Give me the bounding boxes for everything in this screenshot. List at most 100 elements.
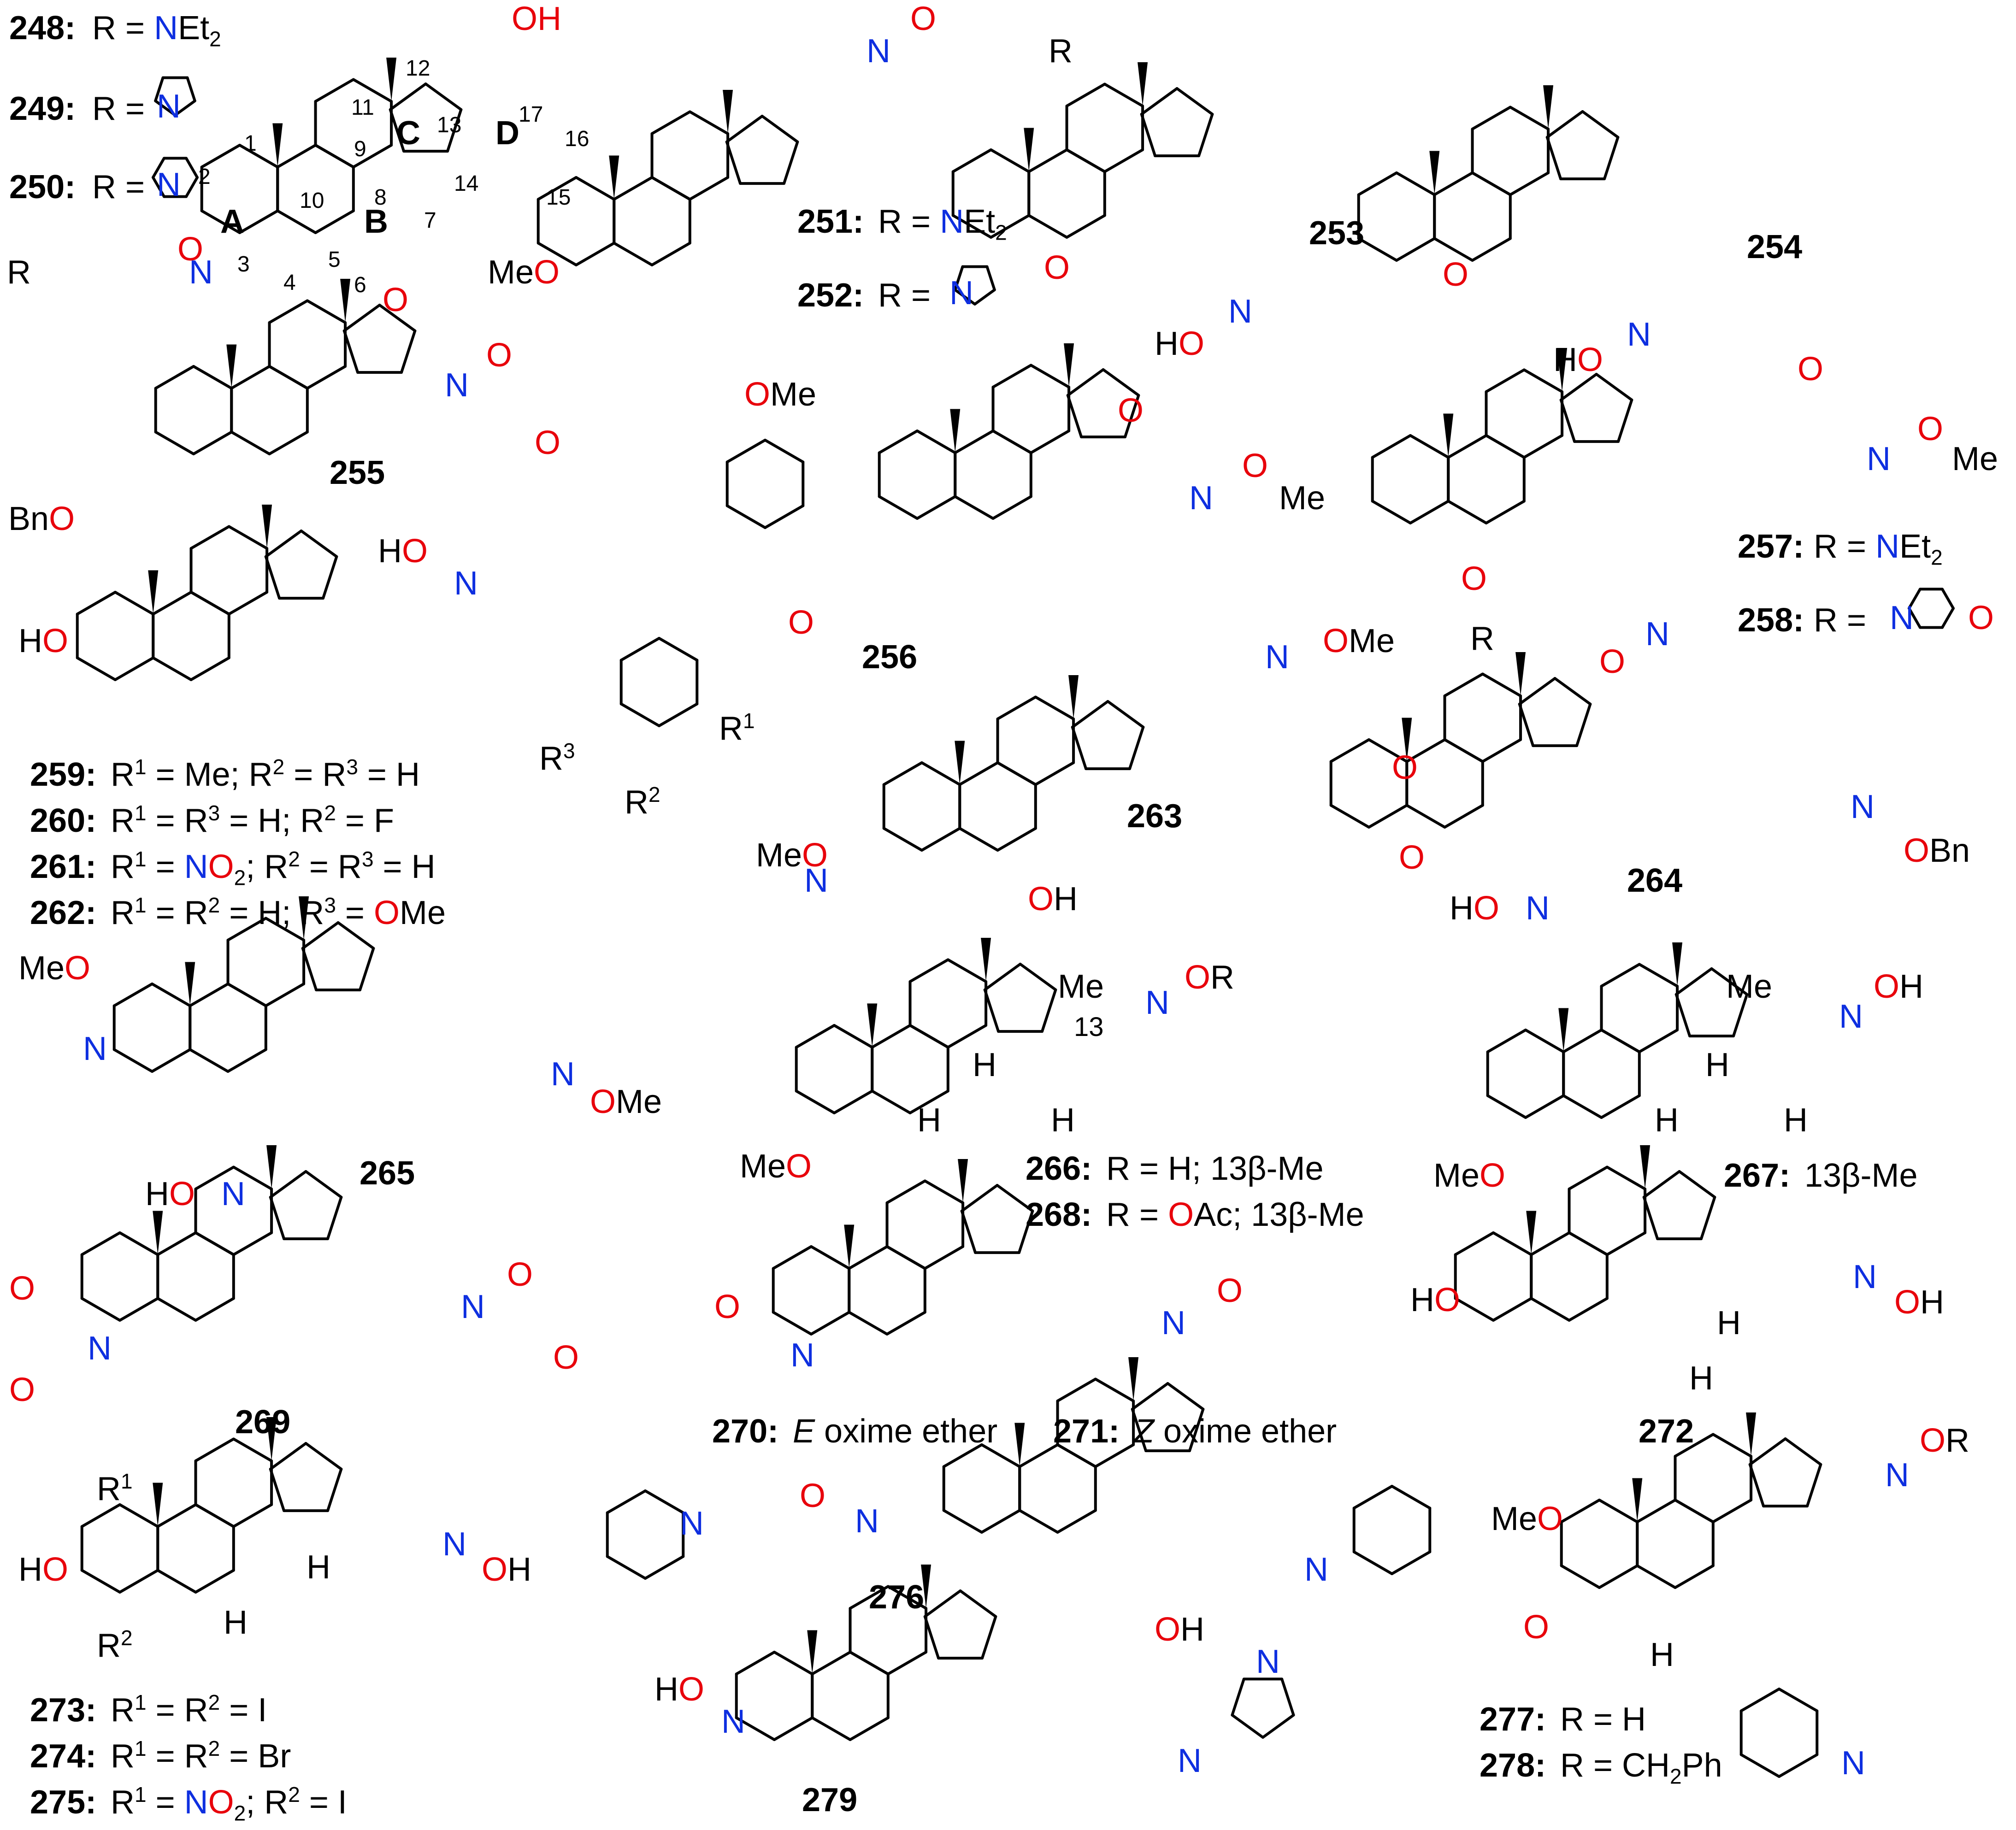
atom-h-273-b: H bbox=[224, 1604, 248, 1641]
bond-501 bbox=[154, 76, 165, 102]
bond-254 bbox=[151, 983, 192, 1007]
bond-351 bbox=[772, 1311, 813, 1336]
bond-375 bbox=[1492, 1297, 1533, 1322]
bond-497 bbox=[1748, 1463, 1765, 1508]
bond-101 bbox=[154, 430, 195, 455]
bond-325 bbox=[118, 1297, 159, 1322]
bond-220 bbox=[1128, 725, 1145, 771]
atom-h-267-a: H bbox=[1705, 1047, 1729, 1083]
bond-293 bbox=[983, 963, 1022, 991]
bond-106 bbox=[268, 430, 309, 455]
atom-o-270-oxime: O bbox=[1217, 1272, 1243, 1309]
compound-label-274: 274: bbox=[30, 1738, 97, 1775]
bond-284 bbox=[871, 1024, 912, 1049]
wedge-24 bbox=[386, 58, 397, 101]
atom-ho-265: HO bbox=[145, 1176, 195, 1212]
compound-label-269: 269 bbox=[235, 1404, 291, 1441]
atom-ho-253: HO bbox=[1155, 325, 1205, 362]
atom-h-266-b: H bbox=[917, 1102, 941, 1139]
legend-260: R1 = R3 = H; R2 = F bbox=[111, 801, 394, 839]
bond-176 bbox=[76, 656, 117, 681]
bond-403 bbox=[80, 1503, 121, 1528]
bond-341 bbox=[232, 1165, 273, 1190]
bond-500 bbox=[154, 99, 177, 117]
bond-262 bbox=[264, 983, 306, 1007]
bond-266 bbox=[264, 917, 306, 941]
bond-450 bbox=[773, 1716, 814, 1741]
bond-395 bbox=[1700, 1195, 1716, 1241]
bond-505 bbox=[185, 176, 199, 198]
bond-141 bbox=[1029, 364, 1071, 388]
bond-37 bbox=[688, 176, 730, 201]
atom-bno-255: BnO bbox=[8, 500, 75, 537]
atom-n-279-ring: N bbox=[1178, 1742, 1202, 1779]
bond-478 bbox=[1560, 1499, 1601, 1524]
bond-118 bbox=[342, 304, 381, 332]
bond-212 bbox=[1034, 761, 1075, 786]
bond-463 bbox=[849, 1651, 890, 1676]
bond-140 bbox=[991, 364, 1032, 388]
atom-n-264-side: N bbox=[1851, 788, 1875, 825]
wedge-74 bbox=[1138, 62, 1148, 106]
bond-468 bbox=[923, 1589, 962, 1618]
compound-label-257: 257: bbox=[1738, 528, 1804, 565]
bond-32 bbox=[613, 241, 654, 266]
bond-517 bbox=[954, 288, 976, 306]
bond-59 bbox=[1027, 148, 1068, 173]
bond-528 bbox=[764, 504, 805, 529]
bond-278 bbox=[795, 1024, 836, 1049]
bond-297 bbox=[983, 988, 1000, 1033]
atom-ho-259-oxime: HO bbox=[378, 533, 428, 570]
bond-368 bbox=[960, 1184, 999, 1212]
bond-534 bbox=[1391, 1550, 1432, 1575]
compound-label-252: 252: bbox=[797, 277, 864, 314]
atom-oh-272: OH bbox=[1894, 1284, 1945, 1321]
bond-326 bbox=[80, 1297, 121, 1322]
atom-n-279-oxime: N bbox=[721, 1703, 745, 1740]
compound-label-278: 278: bbox=[1480, 1747, 1546, 1784]
bond-94 bbox=[1581, 110, 1620, 139]
bond-112 bbox=[306, 365, 347, 390]
bond-4 bbox=[238, 144, 279, 169]
legend-250-n: N bbox=[157, 166, 181, 203]
locant-8: 8 bbox=[374, 185, 387, 210]
atom-h-266-a: H bbox=[973, 1047, 996, 1083]
bond-138 bbox=[991, 430, 1032, 454]
bond-3 bbox=[200, 144, 241, 169]
bond-520 bbox=[985, 265, 996, 291]
bond-475 bbox=[1598, 1564, 1639, 1589]
bond-156 bbox=[1485, 500, 1526, 524]
bond-45 bbox=[783, 140, 799, 185]
bond-482 bbox=[1636, 1564, 1677, 1589]
bond-38 bbox=[650, 176, 691, 201]
wedge-249 bbox=[1515, 652, 1526, 696]
bond-194 bbox=[300, 530, 338, 558]
bond-431 bbox=[1056, 1509, 1097, 1534]
bond-393 bbox=[1642, 1170, 1681, 1199]
bond-182 bbox=[152, 656, 193, 681]
bond-537 bbox=[1352, 1485, 1393, 1510]
atom-n-270: N bbox=[790, 1337, 814, 1374]
atom-r1-259: R1 bbox=[719, 709, 755, 747]
bond-245 bbox=[1575, 702, 1592, 747]
bond-91 bbox=[1509, 106, 1550, 130]
atom-o-253-ketone: O bbox=[1044, 249, 1070, 286]
bond-238 bbox=[1443, 738, 1484, 763]
bond-487 bbox=[1711, 1499, 1753, 1524]
bond-206 bbox=[996, 827, 1037, 852]
bond-12 bbox=[352, 144, 393, 169]
atom-n-276-pyrrolidine: N bbox=[680, 1505, 704, 1542]
bond-437 bbox=[1094, 1443, 1135, 1468]
atom-r-251: R bbox=[1049, 33, 1073, 70]
atom-o-264-carbonyl: O bbox=[1399, 839, 1425, 876]
bond-9 bbox=[276, 144, 317, 169]
legend-262: R1 = R2 = H; R3 = OMe bbox=[111, 893, 446, 931]
bond-256 bbox=[226, 1048, 267, 1073]
bond-428 bbox=[942, 1443, 983, 1468]
bond-518 bbox=[954, 265, 964, 291]
atom-o-264-acetyl: O bbox=[1392, 749, 1418, 786]
bond-384 bbox=[1530, 1231, 1571, 1256]
legend-249-r: R = bbox=[92, 90, 145, 127]
bond-143 bbox=[1066, 368, 1105, 397]
